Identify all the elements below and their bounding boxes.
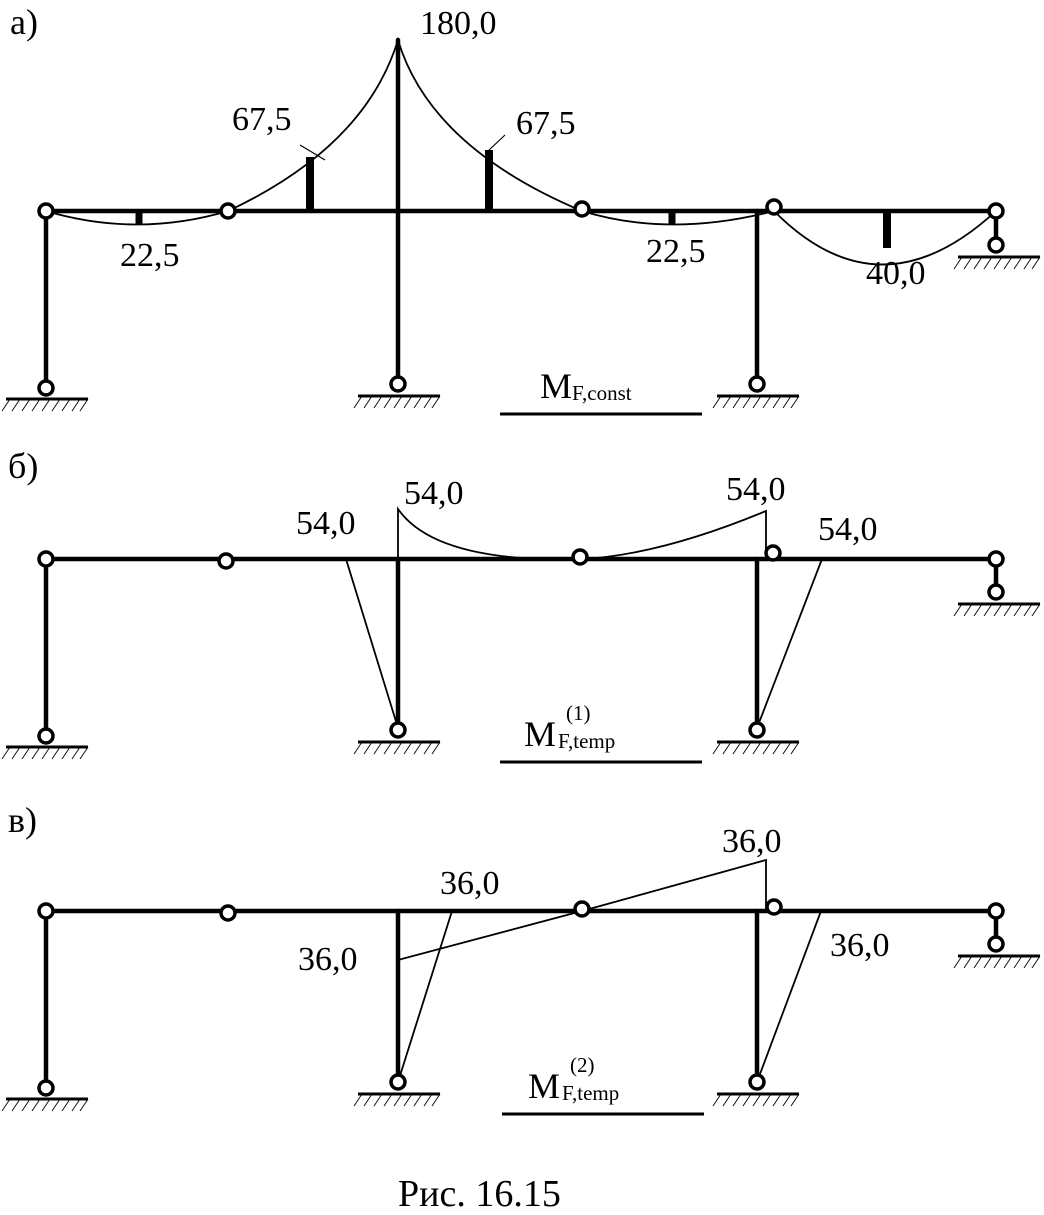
moment-value-label: 36,0: [722, 823, 782, 860]
hinge-icon: [37, 550, 55, 568]
fixed-pin-support-icon: [712, 721, 800, 755]
moment-value-label: 54,0: [818, 511, 878, 548]
panel-c-diagram-title: M (2) F,temp: [502, 1053, 704, 1116]
panel-b-supports: [1, 583, 1041, 760]
moment-value-label: 67,5: [232, 101, 292, 138]
panel-b-frame: [43, 556, 999, 739]
panel-c-label: в): [8, 800, 37, 840]
hinge-icon: [573, 200, 591, 218]
hinge-icon: [987, 202, 1005, 220]
roller-support-icon: [953, 583, 1041, 617]
roller-support-icon: [953, 935, 1041, 969]
hinge-icon: [765, 898, 783, 916]
moment-value-label: 22,5: [646, 233, 706, 270]
hinge-icon: [573, 900, 591, 918]
moment-value-label: 36,0: [830, 927, 890, 964]
fixed-pin-support-icon: [712, 1073, 800, 1107]
panel-b-hinges: [37, 544, 1005, 570]
panel-b-diagram-title: M (1) F,temp: [500, 701, 702, 764]
moment-value-label: 54,0: [404, 475, 464, 512]
moment-value-label: 67,5: [516, 105, 576, 142]
moment-value-label: 40,0: [866, 255, 926, 292]
diagram-title-main: M: [528, 1066, 560, 1106]
panel-c-hinges: [37, 898, 1005, 922]
panel-a-label: а): [10, 2, 38, 42]
diagram-title-sub: F,const: [572, 381, 632, 405]
hinge-icon: [987, 902, 1005, 920]
fixed-pin-support-icon: [1, 727, 89, 760]
panel-b-moment-diagram: [344, 506, 824, 729]
hinge-icon: [37, 202, 55, 220]
panel-a-hinges: [37, 198, 1005, 220]
moment-value-label: 22,5: [120, 237, 180, 274]
fixed-pin-support-icon: [712, 375, 800, 409]
diagram-title-sub: F,temp: [562, 1081, 619, 1105]
moment-value-label: 36,0: [298, 941, 358, 978]
panel-a-moment-diagram: [45, 36, 999, 266]
panel-b: б): [1, 446, 1041, 764]
moment-value-label: 180,0: [420, 5, 497, 42]
panel-a: а): [1, 2, 1041, 416]
moment-value-label: 36,0: [440, 865, 500, 902]
diagram-title-sub: F,temp: [558, 729, 615, 753]
roller-support-icon: [953, 236, 1041, 270]
fixed-pin-support-icon: [353, 721, 441, 755]
hinge-icon: [217, 552, 235, 570]
diagram-title-main: M: [540, 366, 572, 406]
panel-b-label: б): [8, 446, 38, 486]
hinge-icon: [571, 548, 589, 566]
hinge-icon: [219, 202, 237, 220]
fixed-pin-support-icon: [353, 1073, 441, 1107]
figure-caption: Рис. 16.15: [398, 1173, 561, 1215]
panel-a-diagram-title: M F,const: [500, 366, 702, 416]
hinge-icon: [219, 904, 237, 922]
diagram-title-sup: (2): [570, 1053, 595, 1077]
diagram-title-main: M: [524, 714, 556, 754]
fixed-pin-support-icon: [1, 379, 89, 412]
fixed-pin-support-icon: [353, 375, 441, 409]
hinge-icon: [987, 550, 1005, 568]
fixed-pin-support-icon: [1, 1079, 89, 1112]
hinge-icon: [765, 198, 783, 216]
moment-value-label: 54,0: [726, 471, 786, 508]
panel-a-frame: [43, 37, 999, 391]
panel-a-supports: [1, 236, 1041, 412]
hinge-icon: [764, 544, 782, 562]
panel-c: в): [1, 800, 1041, 1116]
hinge-icon: [37, 902, 55, 920]
panel-c-supports: [1, 935, 1041, 1112]
moment-value-label: 54,0: [296, 505, 356, 542]
diagram-title-sup: (1): [566, 701, 591, 725]
